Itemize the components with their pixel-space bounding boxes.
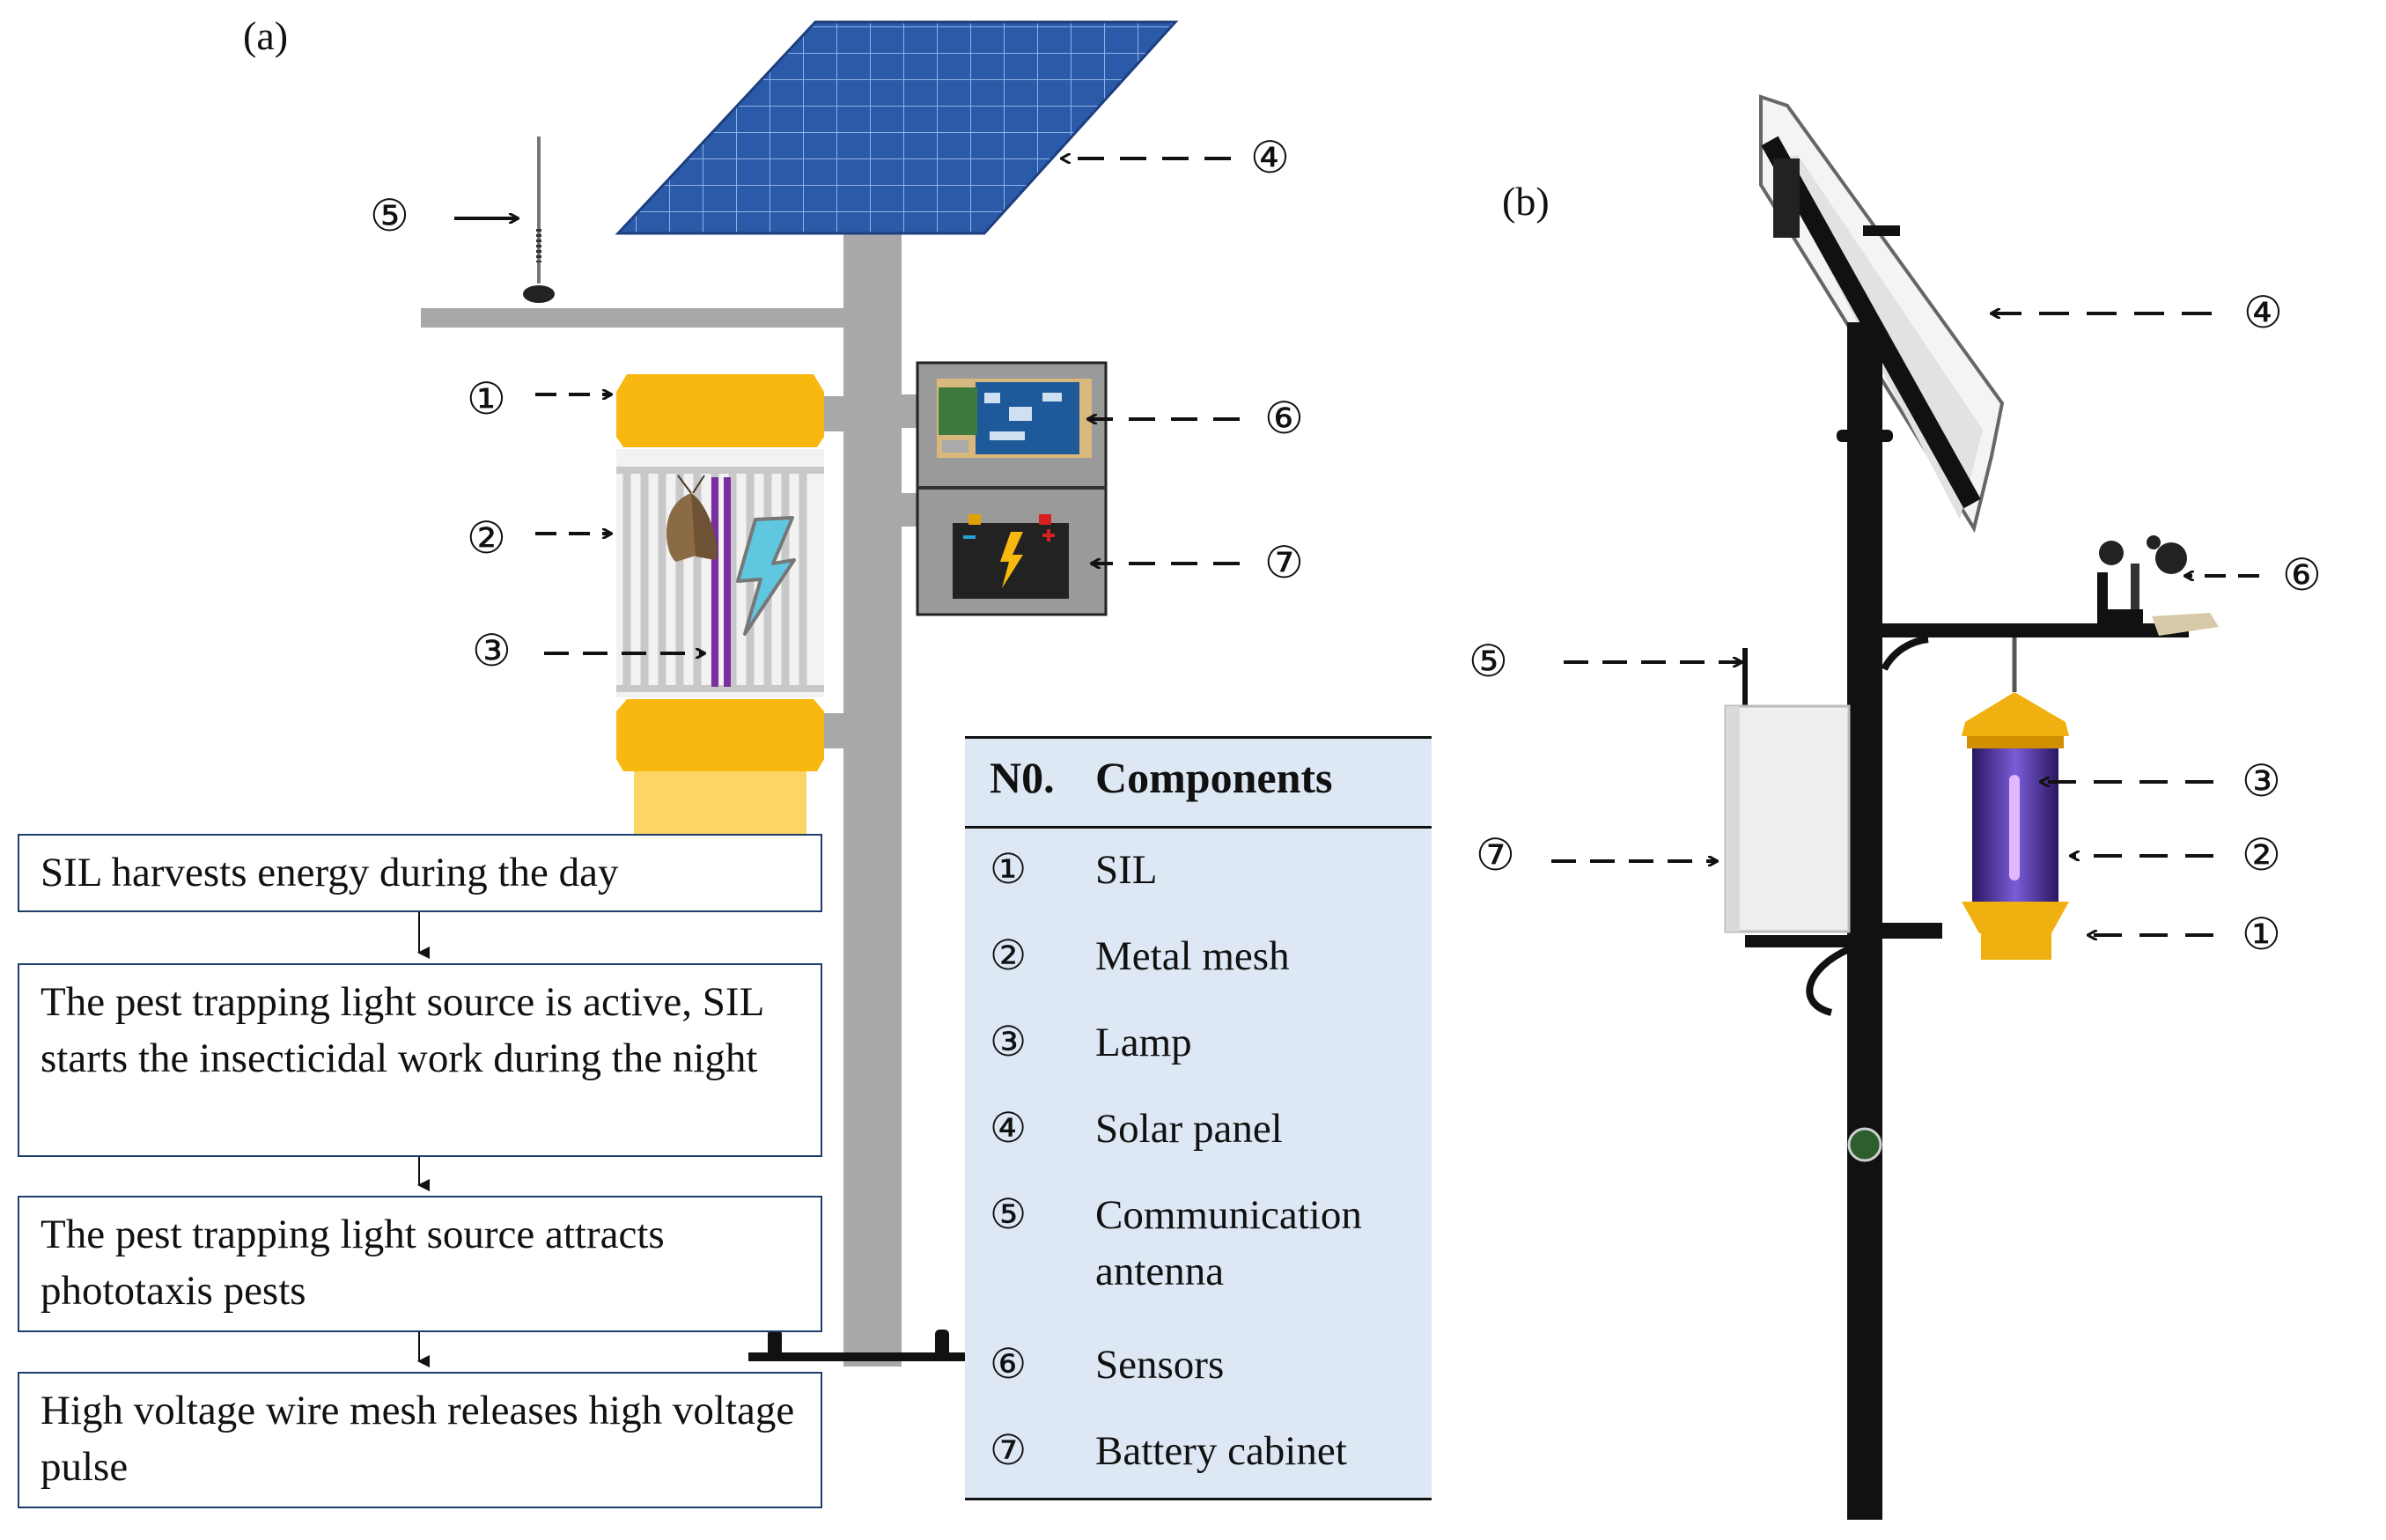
table-header-components: Components	[1095, 753, 1333, 802]
svg-text:②: ②	[2242, 830, 2281, 880]
flow-step-3: The pest trapping light source attracts …	[18, 1196, 822, 1332]
callout-a-2: ②	[467, 513, 611, 563]
pole-b	[1847, 322, 1882, 1520]
callout-b-2: ②	[2071, 830, 2281, 880]
callout-b-1: ①	[2088, 910, 2281, 959]
pole-lettering-b: 南农北晶智慧植保研究院	[1847, 1127, 1882, 1472]
svg-text:南农北晶智慧植保研究院: 南农北晶智慧植保研究院	[1855, 1182, 1875, 1472]
pole-a	[843, 231, 902, 1367]
battery-icon	[953, 514, 1069, 599]
callout-a-4: ④	[1062, 133, 1290, 182]
svg-text:④: ④	[2243, 288, 2283, 337]
svg-text:④: ④	[1250, 133, 1290, 182]
callout-b-3: ③	[2041, 756, 2281, 806]
svg-text:⑥: ⑥	[2282, 550, 2322, 600]
battery-cabinet-b	[1724, 648, 1851, 933]
component-table: N0. Components ① SIL ② Metal mesh ③ Lamp…	[965, 736, 1432, 1500]
callout-b-4: ④	[1992, 288, 2283, 337]
lightning-icon	[736, 516, 796, 636]
flow-step-1: SIL harvests energy during the day	[18, 834, 822, 912]
callout-a-5: ⑤	[370, 191, 518, 240]
uv-lamp-b	[2009, 775, 2020, 881]
antenna-a	[523, 136, 555, 303]
weather-sensor-b	[2097, 535, 2219, 636]
callout-a-3: ③	[472, 626, 704, 675]
moth-icon	[666, 475, 718, 562]
svg-text:⑦: ⑦	[1264, 538, 1304, 587]
svg-text:⑦: ⑦	[1476, 830, 1515, 880]
svg-text:⑤: ⑤	[1469, 637, 1508, 686]
callout-a-7: ⑦	[1092, 538, 1304, 587]
flow-step-4: High voltage wire mesh releases high vol…	[18, 1372, 822, 1508]
trap-device-a	[616, 374, 850, 835]
uv-lamp-a	[711, 477, 718, 687]
panel-label-a: (a)	[243, 13, 288, 58]
panel-label-b: (b)	[1502, 179, 1550, 224]
sensor-box-a	[898, 361, 1108, 616]
pole-base-a	[748, 1330, 968, 1361]
svg-text:⑥: ⑥	[1264, 394, 1304, 443]
callout-a-1: ①	[467, 374, 611, 424]
trap-device-b	[1962, 637, 2069, 960]
table-header-no: N0.	[990, 753, 1055, 802]
callout-b-5: ⑤	[1469, 637, 1742, 686]
callout-a-6: ⑥	[1088, 394, 1304, 443]
pole-arm-lower-b	[1879, 923, 1942, 939]
svg-text:⑤: ⑤	[370, 191, 409, 240]
svg-text:②: ②	[467, 513, 506, 563]
svg-text:①: ①	[467, 374, 506, 424]
pole-arm-a	[421, 308, 851, 328]
solar-panel-a	[615, 20, 1179, 235]
flow-step-2: The pest trapping light source is active…	[18, 963, 822, 1157]
svg-text:③: ③	[472, 626, 512, 675]
svg-text:①: ①	[2242, 910, 2281, 959]
callout-b-6: ⑥	[2185, 550, 2322, 600]
callout-b-7: ⑦	[1476, 830, 1717, 880]
svg-text:③: ③	[2242, 756, 2281, 806]
